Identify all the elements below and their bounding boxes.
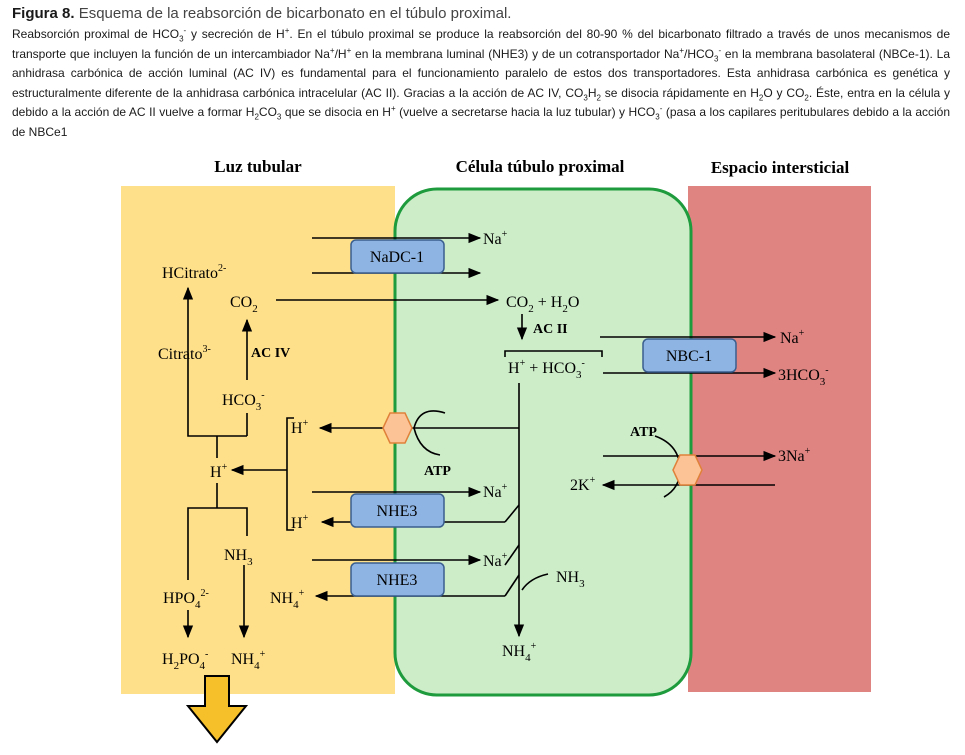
atp-basolateral-label: ATP bbox=[630, 425, 657, 440]
cell-header: Célula túbulo proximal bbox=[456, 157, 625, 176]
hco3-interstitial-label: 3HCO3- bbox=[778, 365, 829, 388]
nh3-lumen-label: NH3 bbox=[224, 547, 253, 568]
nbc1-label: NBC-1 bbox=[666, 348, 712, 365]
figure-caption: Figura 8. Esquema de la reabsorción de b… bbox=[12, 4, 950, 142]
luminal-atpase-pump bbox=[382, 412, 413, 444]
ac-ii-label: AC II bbox=[533, 322, 568, 337]
nadc1-label: NaDC-1 bbox=[370, 249, 424, 266]
ac-iv-label: AC IV bbox=[251, 346, 290, 361]
interstitial-header: Espacio intersticial bbox=[711, 158, 850, 177]
atp-luminal-label: ATP bbox=[424, 464, 451, 479]
figure-title: Esquema de la reabsorción de bicarbonato… bbox=[78, 5, 512, 22]
k2-label: 2K+ bbox=[570, 475, 596, 494]
co2-lumen-label: CO2 bbox=[230, 294, 258, 315]
nadc1-transporter bbox=[350, 239, 445, 274]
lumen-region bbox=[121, 186, 395, 694]
interstitial-region bbox=[688, 186, 871, 692]
nhe3-transporter-upper bbox=[350, 493, 445, 528]
hcitrate-label: HCitrato2- bbox=[162, 263, 226, 282]
co2-h2o-label: CO2 + H2O bbox=[506, 294, 579, 315]
nbc1-transporter bbox=[642, 338, 737, 373]
caption-body: Reabsorción proximal de HCO3- y secreció… bbox=[12, 26, 951, 139]
na-nbc1-label: Na+ bbox=[780, 328, 805, 347]
citrate-label: Citrato3- bbox=[158, 344, 211, 363]
hco3-lumen-label: HCO3- bbox=[222, 390, 265, 413]
nhe3-transporter-lower bbox=[350, 562, 445, 597]
nhe3-label-upper: NHE3 bbox=[377, 503, 418, 520]
nhe3-label-lower: NHE3 bbox=[377, 572, 418, 589]
na3-label: 3Na+ bbox=[778, 446, 811, 465]
excretion-arrow bbox=[185, 675, 249, 744]
caption-title: Figura 8. Esquema de la reabsorción de b… bbox=[12, 4, 950, 24]
na-nhe3-lower-label: Na+ bbox=[483, 551, 508, 570]
nh3-cell-label: NH3 bbox=[556, 569, 585, 590]
na-nhe3-upper-label: Na+ bbox=[483, 482, 508, 501]
na-nadc1-label: Na+ bbox=[483, 229, 508, 248]
basolateral-atpase-pump bbox=[672, 454, 703, 486]
figure-label: Figura 8. bbox=[12, 5, 75, 22]
lumen-header: Luz tubular bbox=[214, 157, 302, 176]
h-hco3-cell-label: H+ + HCO3- bbox=[508, 358, 585, 381]
